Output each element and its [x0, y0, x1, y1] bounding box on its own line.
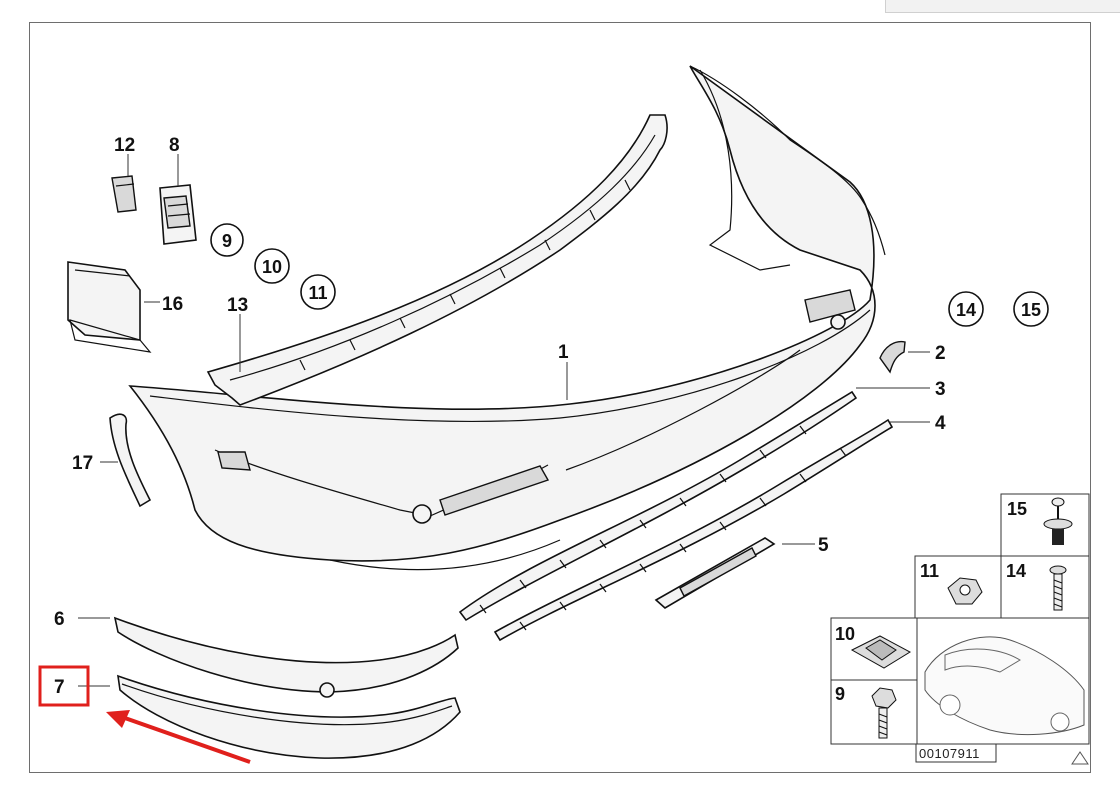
callout-7: 7	[54, 677, 65, 698]
red-arrow-icon	[106, 710, 251, 764]
callout-3: 3	[935, 379, 946, 400]
circled-11: 11	[300, 274, 336, 310]
trim-part-7	[117, 674, 461, 759]
carrier-part-13	[206, 114, 668, 406]
grid-label-15: 15	[1007, 499, 1027, 519]
grid-label-11: 11	[920, 561, 939, 581]
bumper-cover-part-1	[128, 65, 886, 571]
diagram-ref-box: 00107911	[915, 743, 997, 763]
callout-1: 1	[558, 342, 569, 363]
bracket-part-5	[654, 537, 776, 609]
grid-label-10: 10	[835, 624, 855, 644]
circled-10: 10	[254, 248, 290, 284]
svg-text:14: 14	[956, 300, 976, 320]
nut-icon	[947, 577, 983, 605]
diagram-ref-number: 00107911	[919, 746, 980, 761]
top-bar-fragment	[885, 0, 1120, 13]
triangle-icon	[1071, 751, 1089, 765]
car-thumbnail-icon	[924, 636, 1085, 736]
callout-2: 2	[935, 343, 946, 364]
module-part-16	[67, 261, 152, 353]
callout-8: 8	[169, 135, 180, 156]
screw-icon	[1049, 565, 1067, 611]
cap-part-2	[879, 340, 906, 374]
strip-part-3	[458, 390, 858, 622]
circled-15: 15	[1013, 291, 1049, 327]
hardware-grid: 15 11 14 10 9	[830, 493, 1090, 745]
clip-nut-icon	[850, 635, 912, 669]
rivet-icon	[1043, 497, 1073, 545]
grid-label-9: 9	[835, 684, 845, 704]
svg-text:9: 9	[222, 231, 232, 251]
callout-12: 12	[114, 135, 135, 156]
strip-part-4	[493, 418, 894, 642]
svg-text:11: 11	[308, 283, 327, 303]
callout-5: 5	[818, 535, 829, 556]
strip-part-17	[109, 413, 152, 508]
circled-9: 9	[210, 223, 244, 257]
svg-text:15: 15	[1021, 300, 1041, 320]
bolt-icon	[871, 687, 897, 739]
circled-14: 14	[948, 291, 984, 327]
highlight-box	[38, 665, 90, 707]
leader-lines	[78, 154, 930, 687]
grid-label-14: 14	[1006, 561, 1026, 581]
callout-17: 17	[72, 453, 93, 474]
callout-6: 6	[54, 609, 65, 630]
trim-part-6	[113, 616, 459, 698]
callout-4: 4	[935, 413, 946, 434]
callout-16: 16	[162, 294, 183, 315]
bracket-part-8	[159, 184, 197, 245]
callout-13: 13	[227, 295, 248, 316]
svg-text:10: 10	[262, 257, 282, 277]
clip-part-12	[111, 175, 137, 213]
